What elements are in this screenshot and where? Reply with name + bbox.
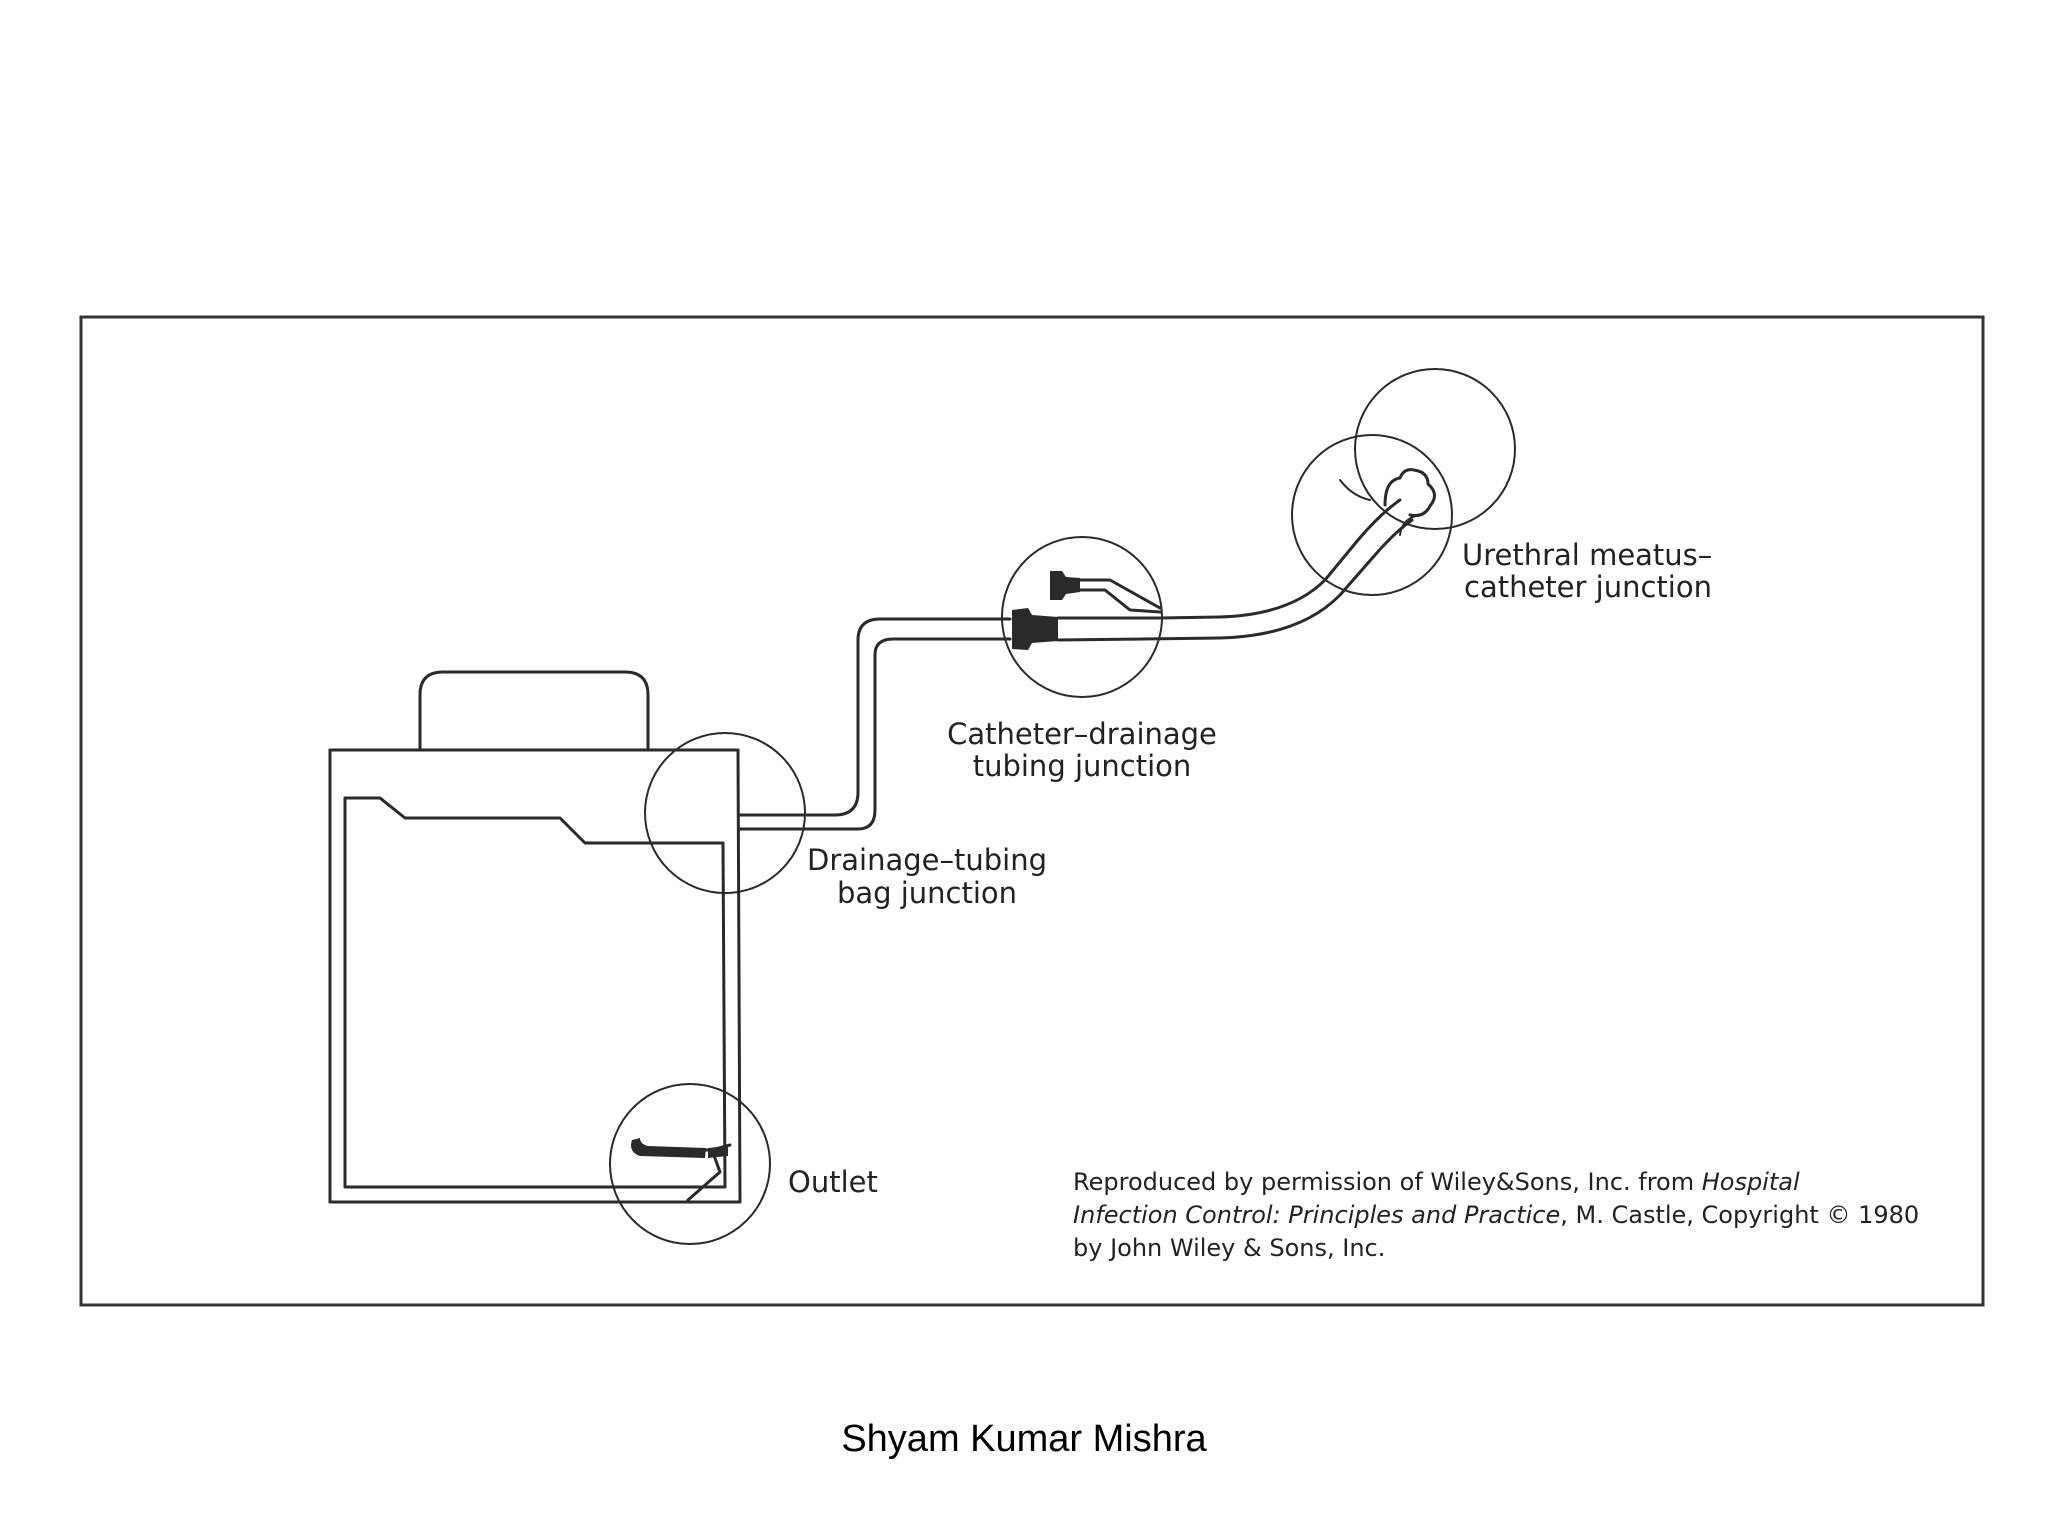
catheter-junction-connectors xyxy=(1012,571,1162,650)
credit-line1-prefix: Reproduced by permission of Wiley&Sons, … xyxy=(1073,1168,1702,1196)
drainage-tubing xyxy=(738,617,1012,831)
meatus-tissue-left xyxy=(1339,479,1371,501)
bag-handle xyxy=(418,670,650,752)
catheter-line-upper xyxy=(1056,498,1402,620)
circle-urethral-meatus-a xyxy=(1354,368,1516,530)
connector-upper xyxy=(1050,571,1080,600)
branch-port xyxy=(1078,578,1162,614)
label-outlet: Outlet xyxy=(788,1165,878,1199)
tubing-line-upper xyxy=(738,617,1012,817)
label-drainage-line1: Drainage–tubing xyxy=(807,843,1047,877)
circle-drainage-bag-junction xyxy=(644,732,806,894)
meatus-tissue-right xyxy=(1399,514,1421,536)
catheter xyxy=(1056,468,1436,642)
outlet-valve xyxy=(708,1146,728,1158)
outlet-spout xyxy=(631,1138,706,1158)
tubing-line-lower xyxy=(738,637,1012,831)
credit-line2: Infection Control: Principles and Practi… xyxy=(1073,1201,1919,1229)
credit-line1-italic: Hospital xyxy=(1702,1168,1800,1196)
credit-line2-italic: Infection Control: Principles and Practi… xyxy=(1073,1201,1560,1229)
bag-outer-outline xyxy=(328,748,742,1204)
label-urethral-line1: Urethral meatus– xyxy=(1462,538,1712,572)
label-urethral-line2: catheter junction xyxy=(1464,570,1712,604)
circle-catheter-junction xyxy=(1001,536,1163,698)
label-catheter-line1: Catheter–drainage xyxy=(947,717,1217,751)
figure-frame xyxy=(79,315,1985,1307)
bag-inner-outline xyxy=(343,796,727,1189)
label-catheter-line2: tubing junction xyxy=(973,749,1192,783)
catheter-line-lower xyxy=(1056,518,1414,642)
drainage-bag xyxy=(328,670,742,1204)
author-name: Shyam Kumar Mishra xyxy=(841,1418,1207,1460)
credit-line2-suffix: , M. Castle, Copyright © 1980 xyxy=(1560,1201,1919,1229)
circle-outlet xyxy=(609,1083,771,1245)
credit-line1: Reproduced by permission of Wiley&Sons, … xyxy=(1073,1168,1800,1196)
connector-lower xyxy=(1012,608,1058,650)
label-drainage-line2: bag junction xyxy=(837,876,1017,910)
reproduction-credit: Reproduced by permission of Wiley&Sons, … xyxy=(1073,1168,1919,1262)
credit-line3: by John Wiley & Sons, Inc. xyxy=(1073,1234,1385,1262)
circle-urethral-meatus-b xyxy=(1291,434,1453,596)
outlet-detail xyxy=(631,1138,732,1202)
catheter-tip xyxy=(1383,468,1436,518)
